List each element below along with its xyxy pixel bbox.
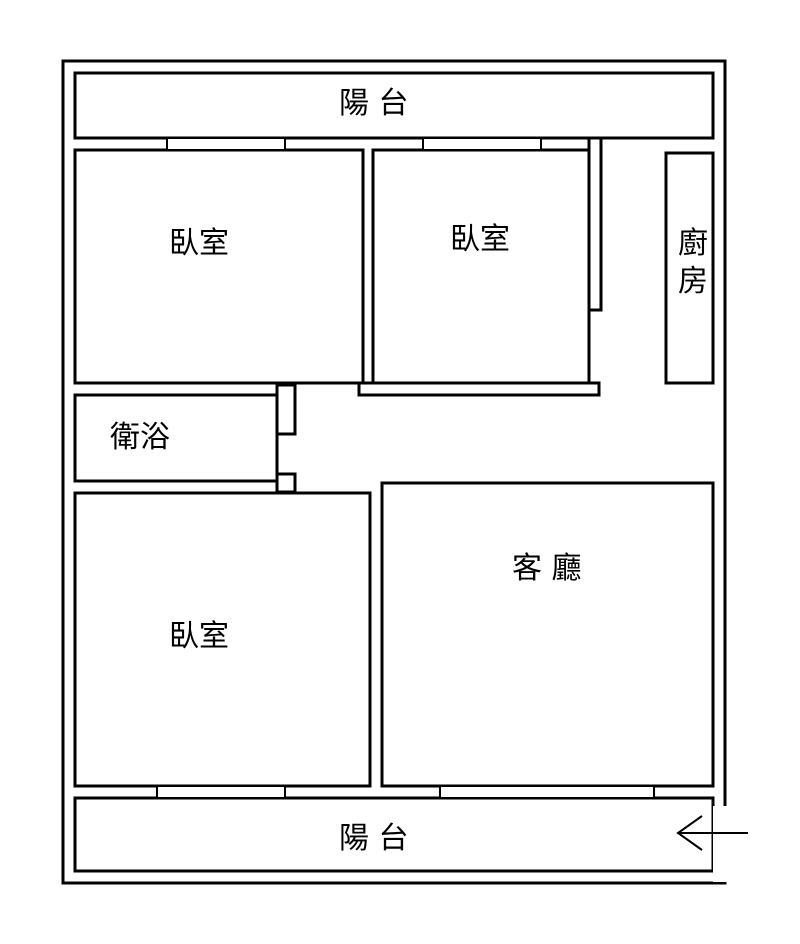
window-bottom-left	[156, 785, 286, 799]
hall-divider-wall	[357, 381, 601, 397]
window-bottom-right	[439, 785, 655, 799]
bottom-balcony-label: 陽 台	[339, 821, 409, 856]
top-balcony	[73, 71, 715, 140]
bottom-balcony	[73, 796, 715, 873]
kitchen-walls	[664, 151, 715, 385]
entrance-gap	[713, 806, 727, 882]
left-arrow-icon	[676, 815, 748, 851]
bathroom-walls	[73, 393, 279, 483]
bedroom-right-stub-wall	[587, 136, 603, 312]
window-top-left	[166, 137, 286, 151]
living-room-walls	[380, 481, 715, 788]
bedroom-top-left-label: 臥室	[169, 226, 229, 261]
window-top-middle	[422, 137, 542, 151]
living-room-label: 客 廳	[512, 551, 582, 586]
bedroom-top-middle-walls	[371, 148, 591, 385]
bedroom-top-middle-label: 臥室	[450, 222, 510, 257]
bedroom-bottom-left-label: 臥室	[169, 619, 229, 654]
top-balcony-label: 陽 台	[339, 86, 409, 121]
bedroom-top-left-walls	[73, 148, 365, 385]
bathroom-door-jamb-bottom	[275, 472, 297, 494]
bathroom-label: 衛浴	[110, 420, 170, 455]
kitchen-label: 廚房	[678, 226, 708, 299]
bedroom-bottom-left-walls	[73, 491, 372, 788]
bathroom-door-jamb-top	[275, 383, 297, 436]
